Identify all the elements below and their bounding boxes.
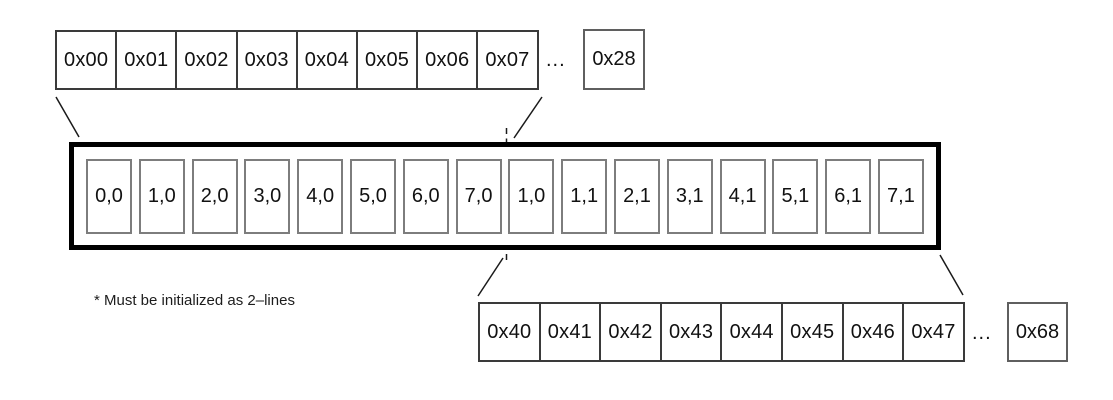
char-cell: 7,1 xyxy=(877,158,924,234)
char-cell: 6,1 xyxy=(825,158,872,234)
address-cell: 0x06 xyxy=(416,30,479,90)
address-cell: 0x02 xyxy=(175,30,238,90)
address-cell: 0x03 xyxy=(235,30,298,90)
char-cell: 1,1 xyxy=(561,158,608,234)
address-cell: 0x44 xyxy=(720,302,783,362)
address-cell: 0x45 xyxy=(780,302,844,362)
char-cell: 2,0 xyxy=(191,158,238,234)
address-cell: 0x00 xyxy=(55,30,118,90)
char-cell: 4,1 xyxy=(719,158,766,234)
address-cell: 0x42 xyxy=(599,302,662,362)
char-cell: 7,0 xyxy=(455,158,502,234)
address-cell: 0x40 xyxy=(478,302,541,362)
char-cell: 3,0 xyxy=(244,158,291,234)
connector-line-top-right xyxy=(513,96,543,139)
ellipsis-bottom: ... xyxy=(972,322,992,344)
address-cell-end-line2: 0x68 xyxy=(1007,302,1068,362)
ellipsis-top: ... xyxy=(546,49,566,71)
address-cell: 0x05 xyxy=(355,30,419,90)
char-cell: 5,1 xyxy=(772,158,819,234)
footnote-initialization: * Must be initialized as 2–lines xyxy=(94,292,295,309)
address-cell: 0x04 xyxy=(295,30,358,90)
address-cell: 0x47 xyxy=(902,302,965,362)
char-cell: 4,0 xyxy=(297,158,344,234)
display-window-box: 0,0 1,0 2,0 3,0 4,0 5,0 6,0 7,0 1,0 1,1 … xyxy=(69,142,941,250)
address-cell-end-line1: 0x28 xyxy=(583,29,645,90)
char-cell: 2,1 xyxy=(613,158,660,234)
char-cell: 6,0 xyxy=(402,158,449,234)
connector-line-bottom-left xyxy=(477,257,504,297)
address-cell: 0x46 xyxy=(841,302,905,362)
char-cell: 1,0 xyxy=(138,158,185,234)
address-cell: 0x43 xyxy=(659,302,723,362)
connector-line-bottom-right xyxy=(939,254,964,296)
address-cell: 0x41 xyxy=(538,302,602,362)
address-cell: 0x01 xyxy=(115,30,178,90)
address-cell: 0x07 xyxy=(476,30,539,90)
char-cell: 1,0 xyxy=(508,158,555,234)
char-cell: 5,0 xyxy=(349,158,396,234)
address-row-line2: 0x40 0x41 0x42 0x43 0x44 0x45 0x46 0x47 xyxy=(478,302,965,362)
char-cell: 3,1 xyxy=(666,158,713,234)
connector-line-top-left xyxy=(55,96,80,138)
char-cell: 0,0 xyxy=(86,158,132,234)
address-row-line1: 0x00 0x01 0x02 0x03 0x04 0x05 0x06 0x07 xyxy=(55,30,539,90)
